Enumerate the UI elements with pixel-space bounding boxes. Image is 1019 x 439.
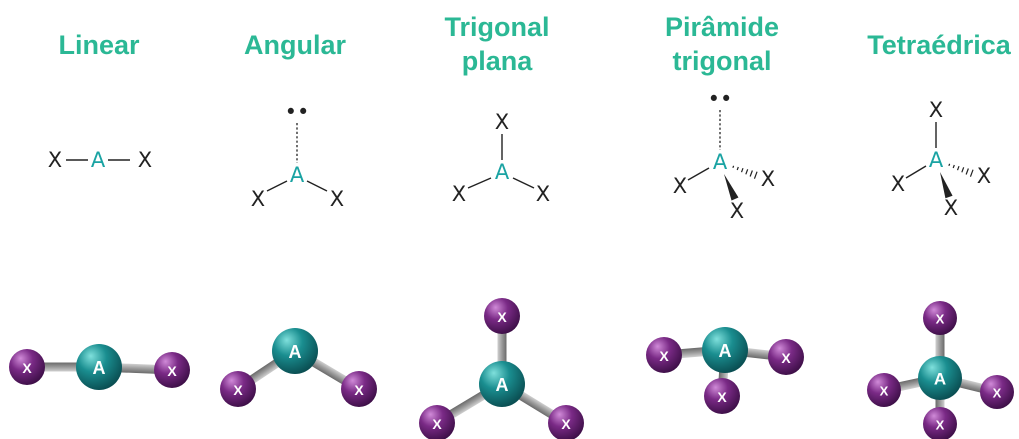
peripheral-atom-label: X [138,148,152,172]
peripheral-atom-ball-label: X [497,309,507,325]
peripheral-atom-label: X [536,182,550,206]
wedge-bond [940,172,953,199]
geometry-title-line: Trigonal [444,12,549,42]
peripheral-atom-ball [704,378,740,414]
geometry-title-line: plana [462,46,534,76]
wedge-bond [724,174,739,201]
peripheral-atom-ball [419,405,455,439]
peripheral-atom-label: X [452,182,466,206]
central-atom-ball-label: A [496,375,509,395]
peripheral-atom-ball [341,371,377,407]
hashed-wedge-bond [732,165,758,179]
peripheral-atom-ball-label: X [233,382,243,398]
peripheral-atom-ball [484,298,520,334]
ball-and-stick-model: X X X A [419,298,584,439]
peripheral-atom-ball-label: X [936,312,945,327]
peripheral-atom-ball [980,375,1014,409]
ball-and-stick-model: X X X X A [867,301,1014,439]
bond-line [905,165,927,179]
bond-line [687,167,710,181]
bond-line [306,180,328,192]
peripheral-atom-ball-label: X [167,363,177,379]
structural-formula: A X X X [452,110,550,206]
peripheral-atom-label: X [330,187,344,211]
peripheral-atom-ball-label: X [936,418,945,433]
peripheral-atom-label: X [977,164,991,188]
central-atom-ball-label: A [719,341,732,361]
central-atom-label: A [929,148,944,172]
peripheral-atom-ball [220,371,256,407]
peripheral-atom-ball [154,352,190,388]
hashed-wedge-bond [948,163,974,177]
bond-line [266,180,288,192]
peripheral-atom-ball-label: X [880,384,889,399]
geometry-title-line: Angular [244,30,346,60]
geometry-angular: Angular •• A X X X X A [220,30,377,407]
ball-and-stick-model: X X X A [646,327,804,414]
peripheral-atom-label: X [673,174,687,198]
peripheral-atom-ball [9,349,45,385]
geometry-title-line: Pirâmide [665,12,779,42]
peripheral-atom-label: X [730,199,744,223]
peripheral-atom-ball-label: X [659,348,669,364]
central-atom-ball [272,328,318,374]
bond-line [512,177,535,189]
peripheral-atom-ball [646,337,682,373]
lone-pair-dots: •• [285,100,310,124]
peripheral-atom-ball-label: X [354,382,364,398]
peripheral-atom-ball [867,373,901,407]
peripheral-atom-label: X [495,110,509,134]
peripheral-atom-label: X [48,148,62,172]
peripheral-atom-label: X [891,172,905,196]
peripheral-atom-ball-label: X [993,386,1002,401]
geometry-title-line: trigonal [673,46,772,76]
peripheral-atom-ball [923,407,957,439]
peripheral-atom-ball-label: X [22,360,32,376]
central-atom-ball [479,361,525,407]
geometry-title-line: Tetraédrica [867,30,1012,60]
ball-and-stick-model: X X A [220,328,377,407]
peripheral-atom-label: X [929,98,943,122]
lone-pair-dots: •• [708,87,733,111]
central-atom-ball [76,344,122,390]
bond-line [467,177,492,189]
central-atom-ball [918,356,962,400]
central-atom-label: A [713,150,728,174]
central-atom-label: A [495,160,510,184]
peripheral-atom-ball-label: X [561,416,571,432]
central-atom-ball [702,327,748,373]
central-atom-ball-label: A [289,342,302,362]
peripheral-atom-label: X [761,167,775,191]
peripheral-atom-ball-label: X [432,416,442,432]
geometry-title-line: Linear [58,30,140,60]
central-atom-label: A [290,163,305,187]
peripheral-atom-ball-label: X [781,350,791,366]
structural-formula: •• A X X [251,100,344,211]
peripheral-atom-ball-label: X [717,389,727,405]
peripheral-atom-ball [768,339,804,375]
peripheral-atom-label: X [944,196,958,220]
peripheral-atom-ball [548,405,584,439]
central-atom-ball-label: A [93,358,106,378]
central-atom-ball-label: A [934,370,946,389]
peripheral-atom-ball [923,301,957,335]
peripheral-atom-label: X [251,187,265,211]
central-atom-label: A [91,148,106,172]
